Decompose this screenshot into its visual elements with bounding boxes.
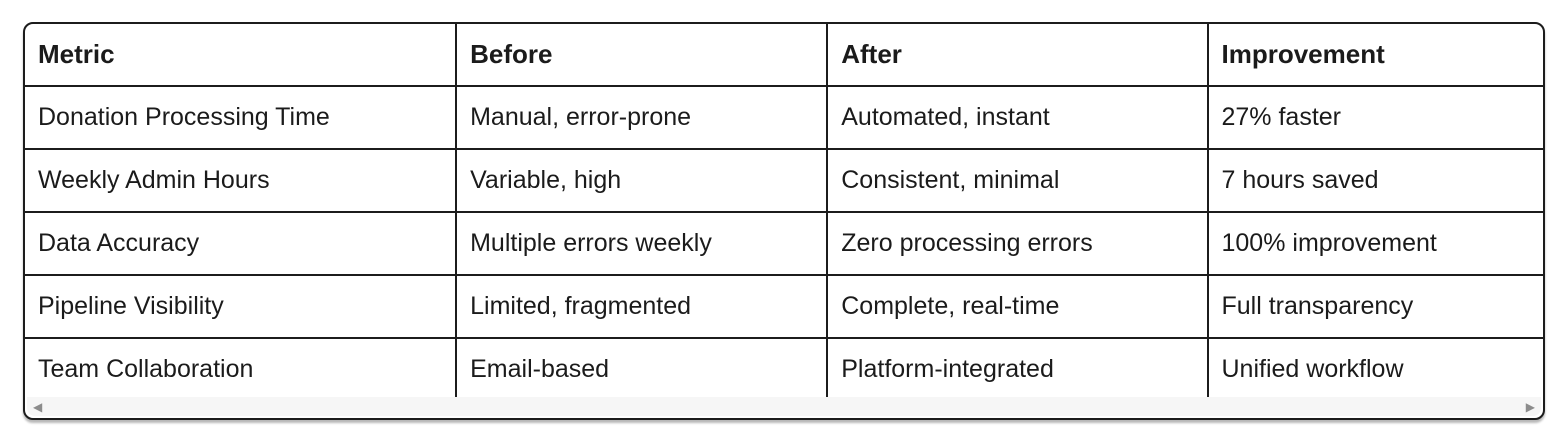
- table-cell-metric: Pipeline Visibility: [25, 275, 458, 339]
- scroll-left-arrow-icon[interactable]: ◀: [33, 399, 43, 414]
- column-header-after: After: [827, 24, 1209, 87]
- column-header-improvement: Improvement: [1207, 24, 1543, 87]
- horizontal-scrollbar[interactable]: ◀ ▶: [27, 397, 1541, 416]
- table-scroll-area[interactable]: Metric Before After Improvement Donation…: [25, 24, 1543, 399]
- table-cell-after: Consistent, minimal: [827, 149, 1209, 213]
- metrics-table-card: Metric Before After Improvement Donation…: [23, 22, 1545, 420]
- table-cell-improvement: 100% improvement: [1207, 212, 1543, 276]
- table-cell-before: Variable, high: [456, 149, 829, 213]
- table-row: Team Collaboration Email-based Platform-…: [25, 338, 1543, 399]
- table-row: Data Accuracy Multiple errors weekly Zer…: [25, 212, 1543, 276]
- table-cell-improvement: 27% faster: [1207, 86, 1543, 150]
- column-header-metric: Metric: [25, 24, 458, 87]
- table-cell-after: Zero processing errors: [827, 212, 1209, 276]
- table-cell-improvement: Unified workflow: [1221, 355, 1404, 383]
- table-cell-after: Complete, real-time: [827, 275, 1209, 339]
- table-cell-after: Automated, instant: [827, 86, 1209, 150]
- table-cell-metric: Weekly Admin Hours: [25, 149, 458, 213]
- table-row: Donation Processing Time Manual, error-p…: [25, 86, 1543, 150]
- table-header-row: Metric Before After Improvement: [25, 24, 1543, 87]
- table-cell-metric: Donation Processing Time: [25, 86, 458, 150]
- table-cell-improvement: Full transparency: [1207, 275, 1543, 339]
- table-cell-improvement: 7 hours saved: [1207, 149, 1543, 213]
- scroll-right-arrow-icon[interactable]: ▶: [1525, 399, 1535, 414]
- table-cell-before: Multiple errors weekly: [456, 212, 829, 276]
- table-row: Weekly Admin Hours Variable, high Consis…: [25, 149, 1543, 213]
- table-cell-metric: Team Collaboration: [25, 338, 458, 399]
- metrics-comparison-table: Metric Before After Improvement Donation…: [25, 24, 1543, 399]
- table-cell-before: Limited, fragmented: [456, 275, 829, 339]
- column-header-before: Before: [456, 24, 829, 87]
- table-row: Pipeline Visibility Limited, fragmented …: [25, 275, 1543, 339]
- table-cell-before: Manual, error-prone: [456, 86, 829, 150]
- table-cell-metric: Data Accuracy: [25, 212, 458, 276]
- table-cell-before: Email-based: [456, 338, 829, 399]
- table-cell-after: Platform-integrated: [827, 338, 1209, 399]
